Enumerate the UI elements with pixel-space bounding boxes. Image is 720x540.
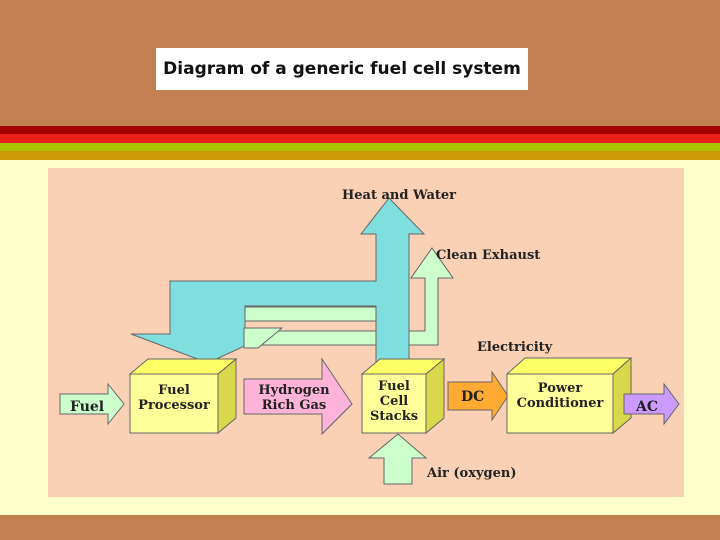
fuel-cell-label-1: Fuel [378,379,410,394]
dc-label: DC [461,389,484,405]
electricity-label: Electricity [477,340,553,355]
power-conditioner-box: Power Conditioner [505,356,633,435]
fuel-input-label: Fuel [70,399,104,415]
ac-label: AC [635,399,658,415]
fuel-cell-label-3: Stacks [370,409,418,424]
air-input-arrow [367,433,428,485]
hydrogen-label-2: Rich Gas [262,398,326,413]
stripe-green [0,143,720,151]
hydrogen-rich-gas-arrow: Hydrogen Rich Gas [243,357,353,436]
footer-band [0,515,720,540]
stripe-red [0,134,720,143]
diagram-panel: Fuel Fuel Processor Hydrogen Rich Gas Fu… [48,168,684,497]
stripe-dark-red [0,126,720,134]
fuel-cell-stacks-box: Fuel Cell Stacks [360,357,446,435]
dc-arrow: DC [447,370,509,422]
power-conditioner-label-2: Conditioner [517,396,604,411]
stripe-gold [0,151,720,160]
fuel-input-arrow: Fuel [59,382,125,426]
fuel-cell-label-2: Cell [380,394,409,409]
power-conditioner-label-1: Power [538,381,583,396]
hydrogen-return-arrow [243,327,284,349]
fuel-processor-box: Fuel Processor [128,357,238,435]
fuel-processor-label-2: Processor [138,398,210,413]
clean-exhaust-label: Clean Exhaust [436,248,540,263]
fuel-processor-label-1: Fuel [158,383,190,398]
heat-water-label: Heat and Water [342,188,456,203]
slide-title: Diagram of a generic fuel cell system [156,48,528,90]
ac-arrow: AC [623,382,680,426]
fuel-cell-diagram: Fuel Fuel Processor Hydrogen Rich Gas Fu… [59,188,680,485]
heat-water-arrow [130,197,426,366]
air-oxygen-label: Air (oxygen) [426,466,517,481]
hydrogen-label-1: Hydrogen [258,383,330,398]
